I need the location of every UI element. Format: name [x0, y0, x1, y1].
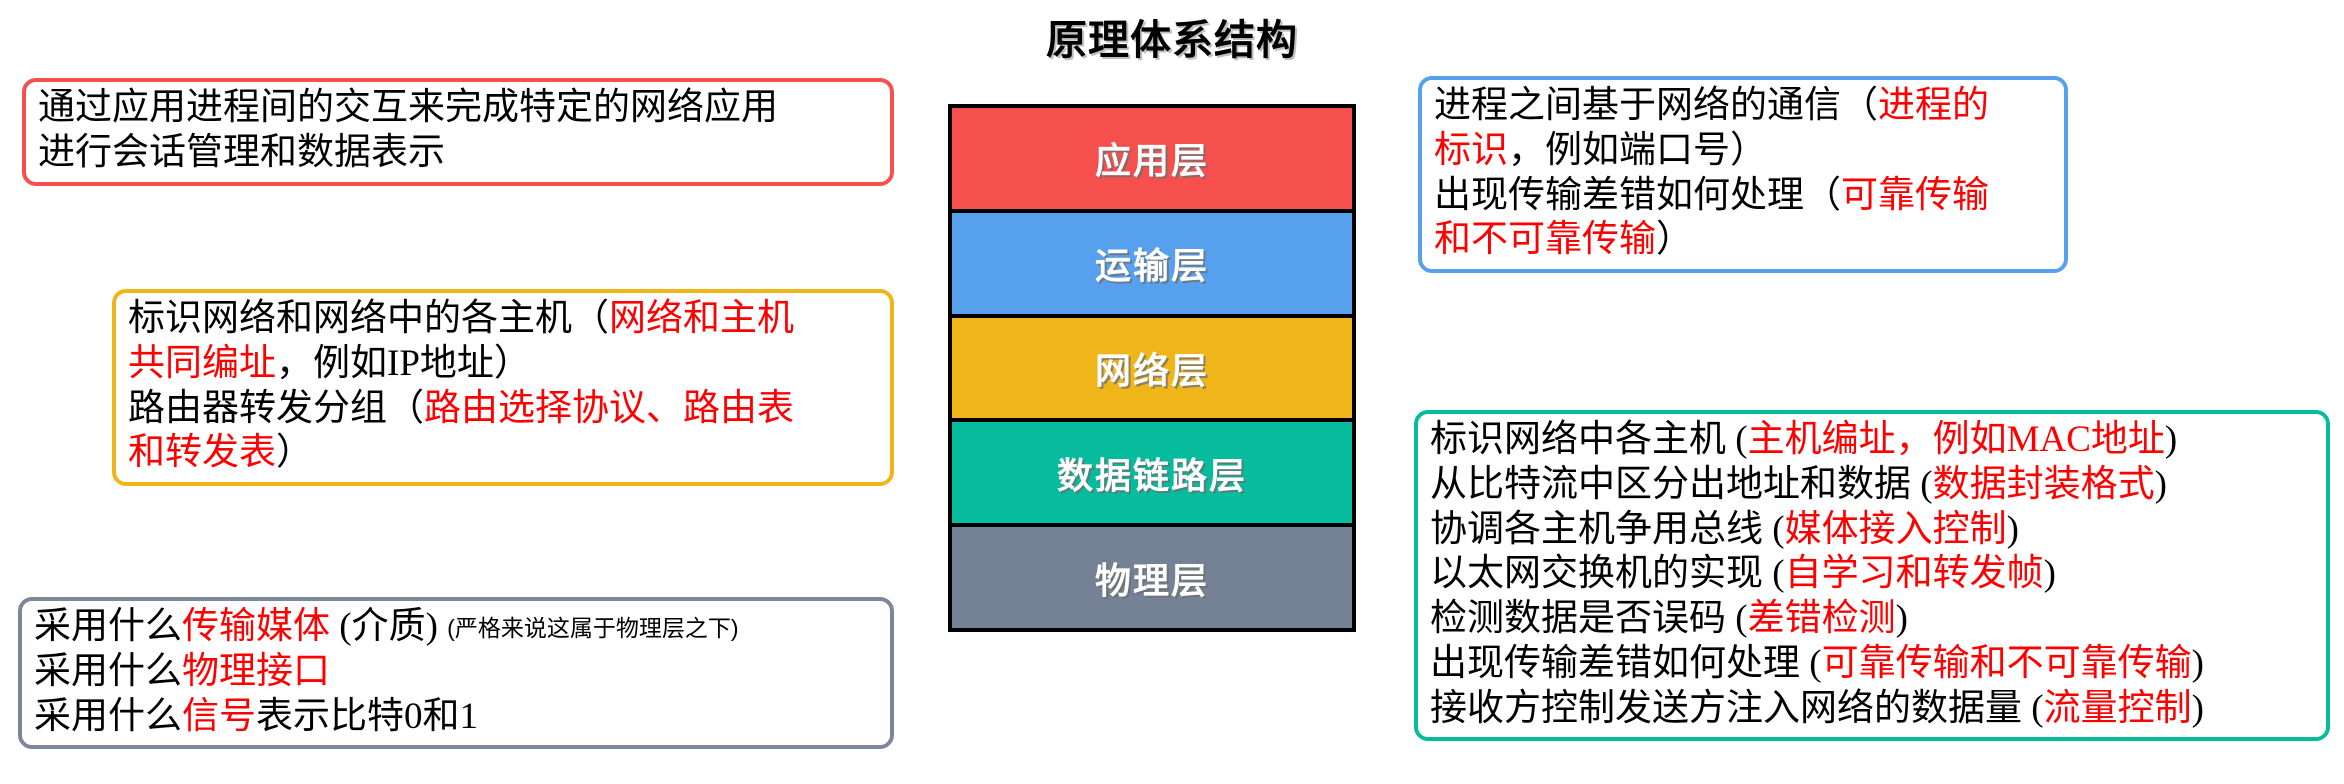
text-highlight: 差错检测: [1747, 598, 1896, 640]
callout-transport-line-2: 标识，例如端口号）: [1434, 129, 2054, 174]
text-small-note: (严格来说这属于物理层之下): [447, 615, 739, 641]
text-plain: ): [2043, 553, 2056, 595]
callout-physical-layer: 采用什么传输媒体 (介质) (严格来说这属于物理层之下) 采用什么物理接口 采用…: [18, 597, 894, 750]
text-plain: 表示比特0和1: [256, 695, 478, 737]
text-plain: 标识网络中各主机 (: [1430, 419, 1748, 460]
layer-application[interactable]: 应用层: [952, 108, 1352, 213]
callout-datalink-line-3: 协调各主机争用总线 (媒体接入控制): [1430, 508, 2316, 553]
text-highlight: 共同编址: [128, 342, 276, 384]
text-highlight: 传输媒体: [182, 606, 330, 647]
text-highlight: 主机编址，例如MAC地址: [1747, 419, 2165, 460]
text-plain: (介质): [330, 606, 448, 647]
text-plain: 路由器转发分组（: [128, 387, 424, 429]
callout-network-line-4: 和转发表）: [128, 431, 880, 476]
text-highlight: 媒体接入控制: [1784, 508, 2007, 550]
text-plain: 采用什么: [34, 606, 182, 647]
text-highlight: 进程的: [1878, 85, 1989, 126]
protocol-layer-stack: 应用层 运输层 网络层 数据链路层 物理层: [948, 104, 1356, 632]
layer-network[interactable]: 网络层: [952, 317, 1352, 423]
text-plain: ，例如端口号）: [1508, 129, 1767, 171]
text-plain: ): [2191, 687, 2204, 729]
text-highlight: 标识: [1434, 129, 1508, 171]
text-plain: ）: [276, 432, 313, 474]
callout-application-line-2: 进行会话管理和数据表示: [38, 131, 445, 173]
callout-network-line-2: 共同编址，例如IP地址）: [128, 342, 880, 387]
callout-datalink-line-5: 检测数据是否误码 (差错检测): [1430, 597, 2316, 642]
text-plain: 标识网络和网络中的各主机（: [128, 298, 609, 339]
callout-network-line-3: 路由器转发分组（路由选择协议、路由表: [128, 387, 880, 432]
text-highlight: 信号: [182, 695, 256, 737]
page-title: 原理体系结构: [1046, 17, 1298, 63]
callout-datalink-layer: 标识网络中各主机 (主机编址，例如MAC地址) 从比特流中区分出地址和数据 (数…: [1414, 410, 2330, 742]
text-plain: ）: [1656, 219, 1693, 261]
callout-physical-line-1: 采用什么传输媒体 (介质) (严格来说这属于物理层之下): [34, 605, 880, 650]
text-highlight: 物理接口: [182, 650, 330, 692]
text-highlight: 可靠传输和不可靠传输: [1821, 642, 2192, 684]
text-plain: ): [2164, 419, 2178, 460]
callout-physical-line-3: 采用什么信号表示比特0和1: [34, 695, 880, 740]
text-plain: 以太网交换机的实现 (: [1430, 553, 1785, 595]
layer-application-label: 应用层: [1094, 140, 1209, 182]
text-highlight: 流量控制: [2043, 687, 2192, 729]
text-plain: ): [1895, 598, 1908, 640]
callout-datalink-line-7: 接收方控制发送方注入网络的数据量 (流量控制): [1430, 687, 2316, 732]
text-highlight: 数据封装格式: [1932, 463, 2155, 505]
text-highlight: 路由选择协议、路由表: [424, 387, 794, 429]
text-plain: ): [2006, 508, 2019, 550]
callout-application-line-1: 通过应用进程间的交互来完成特定的网络应用: [38, 87, 778, 128]
text-highlight: 网络和主机: [609, 298, 794, 339]
text-plain: 接收方控制发送方注入网络的数据量 (: [1430, 687, 2044, 729]
callout-datalink-line-1: 标识网络中各主机 (主机编址，例如MAC地址): [1430, 418, 2316, 463]
callout-network-line-1: 标识网络和网络中的各主机（网络和主机: [128, 297, 880, 342]
layer-physical[interactable]: 物理层: [952, 527, 1352, 628]
text-highlight: 自学习和转发帧: [1784, 553, 2044, 595]
layer-transport-label: 运输层: [1094, 245, 1209, 287]
text-plain: ): [2154, 463, 2167, 505]
callout-network-layer: 标识网络和网络中的各主机（网络和主机 共同编址，例如IP地址） 路由器转发分组（…: [112, 289, 894, 487]
text-highlight: 可靠传输: [1841, 174, 1989, 216]
text-plain: ，例如IP地址）: [276, 342, 531, 384]
text-plain: 出现传输差错如何处理（: [1434, 174, 1841, 216]
text-plain: 采用什么: [34, 650, 182, 692]
text-plain: 采用什么: [34, 695, 182, 737]
text-plain: 协调各主机争用总线 (: [1430, 508, 1785, 550]
text-plain: ): [2191, 642, 2204, 684]
text-plain: 从比特流中区分出地址和数据 (: [1430, 463, 1933, 505]
text-highlight: 和不可靠传输: [1434, 219, 1656, 261]
layer-network-label: 网络层: [1094, 349, 1209, 391]
callout-transport-line-4: 和不可靠传输）: [1434, 218, 2054, 263]
layer-datalink[interactable]: 数据链路层: [952, 422, 1352, 528]
text-plain: 检测数据是否误码 (: [1430, 598, 1748, 640]
layer-transport[interactable]: 运输层: [952, 212, 1352, 318]
callout-application-layer: 通过应用进程间的交互来完成特定的网络应用 进行会话管理和数据表示: [22, 78, 894, 186]
callout-transport-line-3: 出现传输差错如何处理（可靠传输: [1434, 174, 2054, 219]
text-plain: 进程之间基于网络的通信（: [1434, 85, 1878, 126]
callout-transport-line-1: 进程之间基于网络的通信（进程的: [1434, 84, 2054, 129]
text-highlight: 和转发表: [128, 432, 276, 474]
callout-datalink-line-2: 从比特流中区分出地址和数据 (数据封装格式): [1430, 463, 2316, 508]
layer-datalink-label: 数据链路层: [1056, 454, 1247, 496]
text-plain: 出现传输差错如何处理 (: [1430, 642, 1822, 684]
callout-physical-line-2: 采用什么物理接口: [34, 650, 880, 695]
layer-physical-label: 物理层: [1094, 559, 1209, 601]
callout-datalink-line-4: 以太网交换机的实现 (自学习和转发帧): [1430, 552, 2316, 597]
callout-datalink-line-6: 出现传输差错如何处理 (可靠传输和不可靠传输): [1430, 642, 2316, 687]
callout-transport-layer: 进程之间基于网络的通信（进程的 标识，例如端口号） 出现传输差错如何处理（可靠传…: [1418, 76, 2068, 274]
